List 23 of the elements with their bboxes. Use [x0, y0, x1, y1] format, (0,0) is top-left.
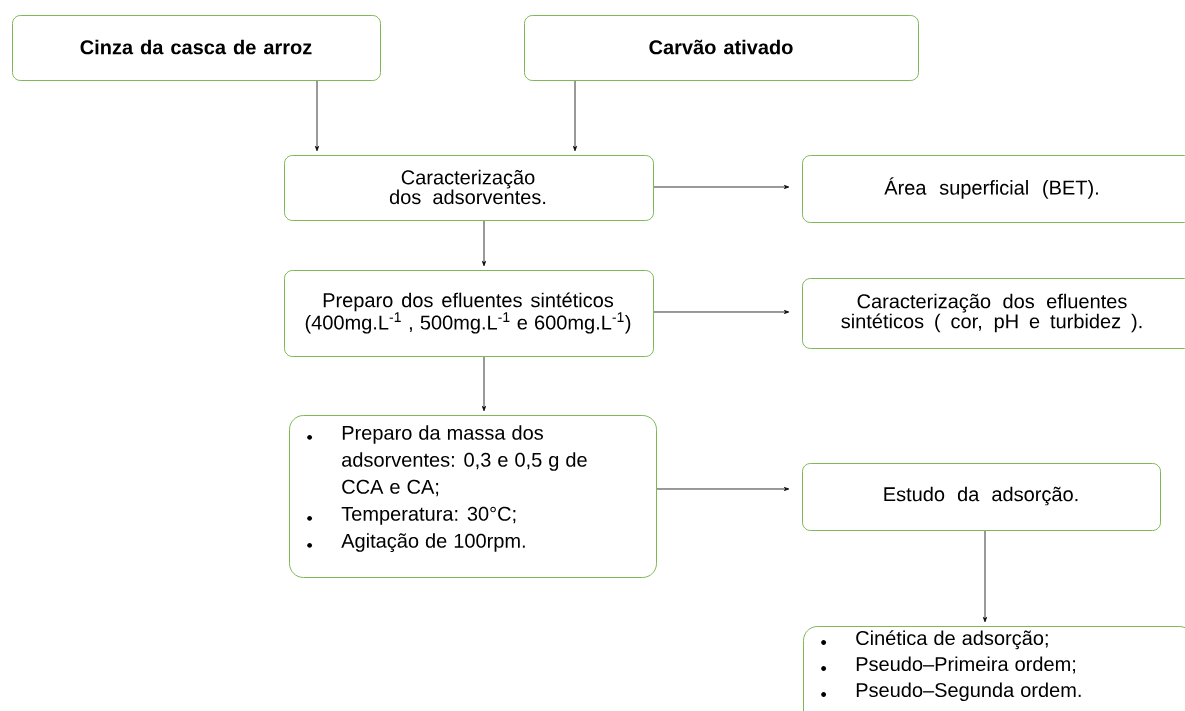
- arrow: [573, 80, 577, 152]
- list-item: Temperatura: 30°C;: [341, 506, 516, 525]
- process-box: Caracterização dos adsorventes.: [284, 155, 654, 221]
- process-box: Carvão ativado: [524, 15, 919, 81]
- process-box: [803, 626, 1185, 711]
- arrow: [983, 530, 987, 623]
- list-item: Agitação de 100rpm.: [341, 533, 525, 552]
- arrow: [656, 487, 790, 491]
- process-box: Preparo dos efluentes sintéticos (400mg.L$^{-1}$ , 500mg.L$^{-1}$ e 600mg.L$^{-1}$): [284, 270, 654, 357]
- process-box: Estudo da adsorção.: [802, 463, 1161, 531]
- list-item: Pseudo–Primeira ordem;: [856, 656, 1076, 674]
- arrow: [653, 310, 790, 314]
- arrow: [482, 356, 486, 412]
- process-box: Caracterização dos efluentes sintéticos ( cor, pH e turbidez ).: [802, 278, 1185, 349]
- process-box: Cinza da casca de arroz: [12, 15, 381, 81]
- list-item: Preparo da massa dos adsorventes: 0,3 e 0,5 g de CCA e CA;: [342, 425, 587, 497]
- list-item: Cinética de adsorção;: [856, 630, 1048, 650]
- arrow: [653, 185, 790, 189]
- list-item: Pseudo–Segunda ordem.: [856, 682, 1081, 702]
- arrow: [315, 80, 319, 152]
- process-box: [289, 415, 657, 578]
- arrow: [482, 220, 486, 267]
- process-box: Área superficial (BET).: [802, 155, 1185, 223]
